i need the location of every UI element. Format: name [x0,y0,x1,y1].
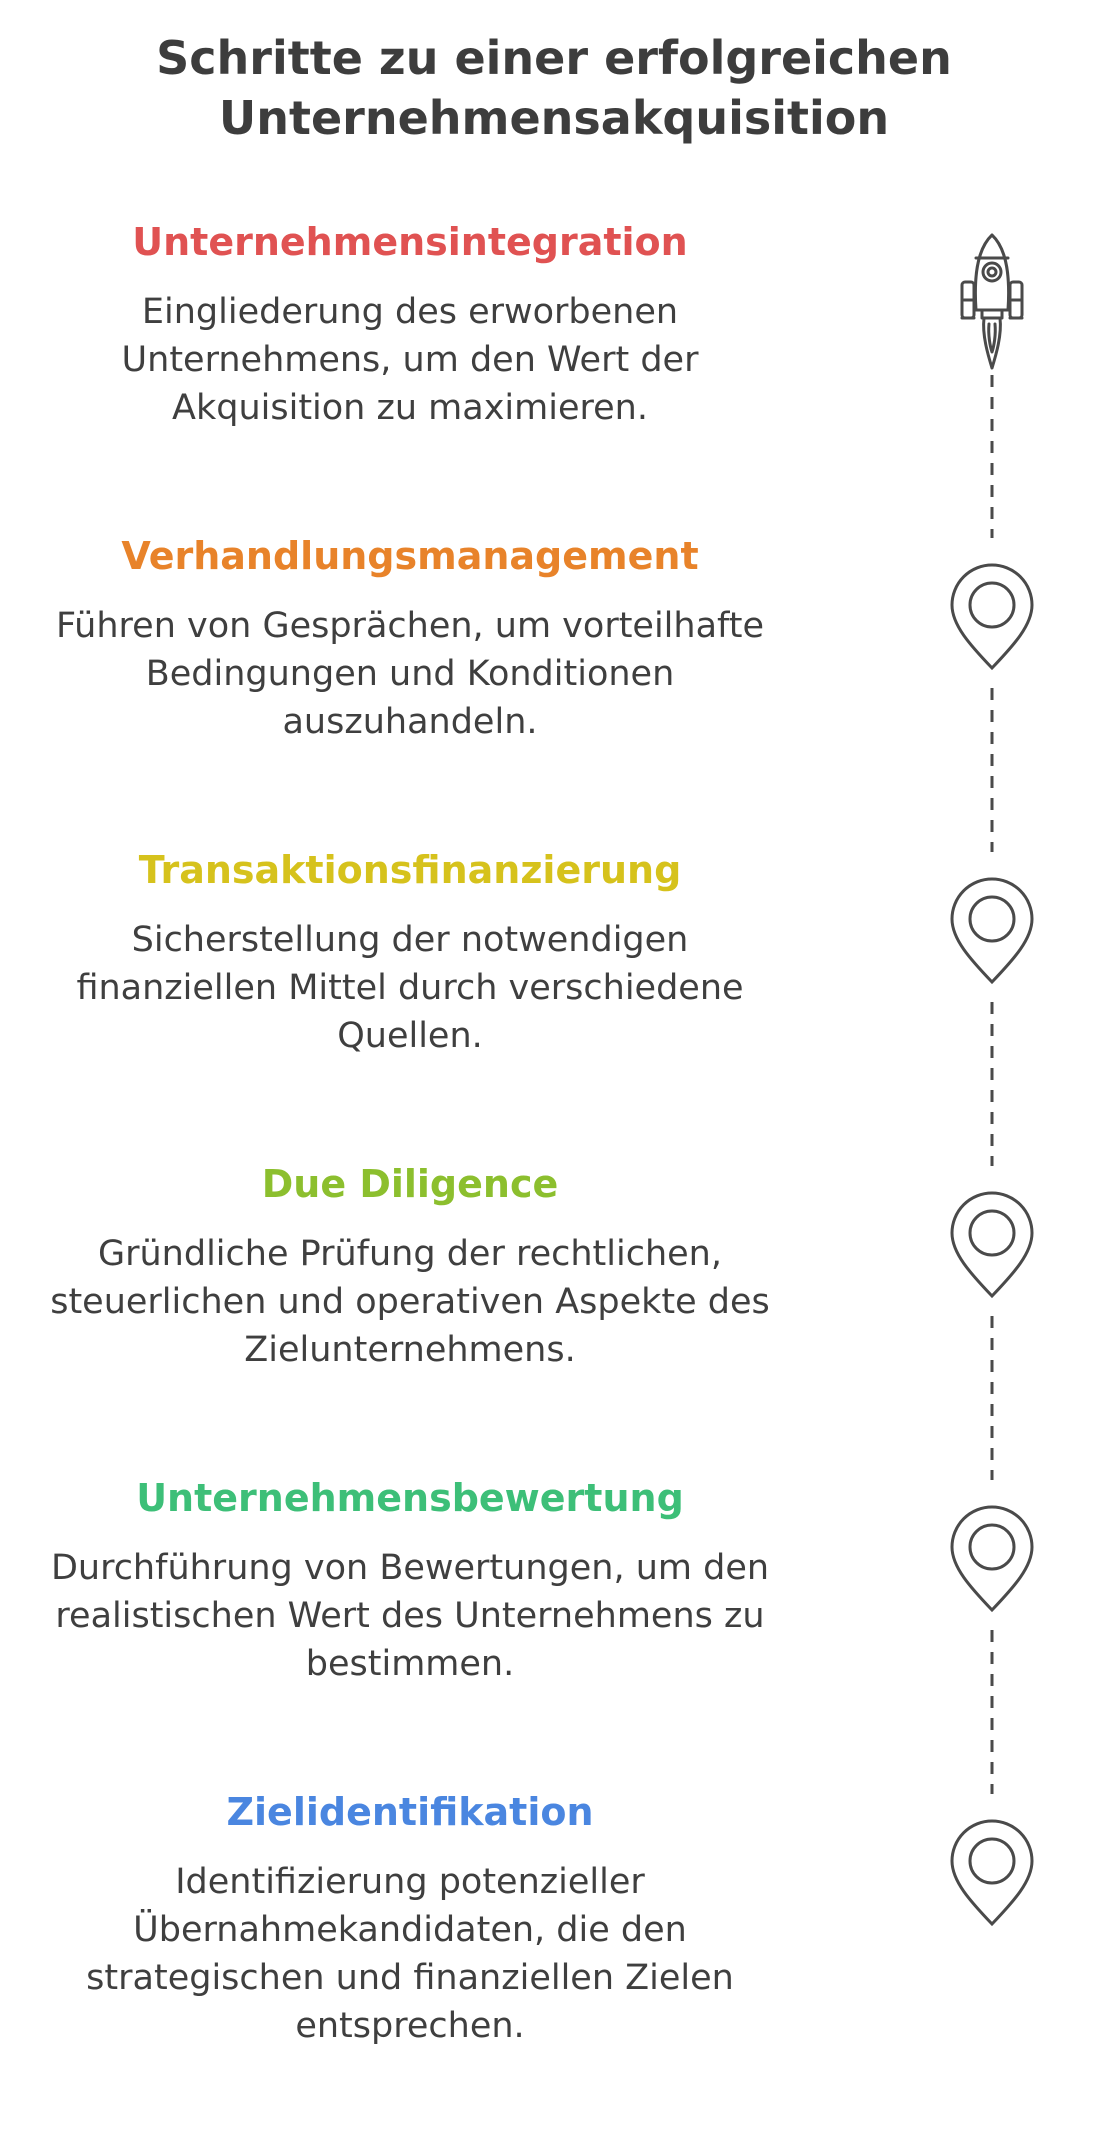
step-negotiation: Verhandlungsmanagement Führen von Gesprä… [40,532,780,746]
map-pin-icon [950,877,1034,985]
step-heading: Unternehmensintegration [132,220,688,264]
title-line-2: Unternehmensakquisition [218,91,890,145]
step-heading: Verhandlungsmanagement [121,534,699,578]
step-financing: Transaktionsfinanzierung Sicherstellung … [40,846,780,1060]
step-description: Gründliche Prüfung der rechtlichen, steu… [50,1234,770,1370]
step-description: Eingliederung des erworbenen Unternehmen… [121,292,699,428]
step-valuation: Unternehmensbewertung Durchführung von B… [40,1474,780,1688]
map-pin-icon [950,1819,1034,1927]
map-pin-icon [950,1191,1034,1299]
step-heading: Unternehmensbewertung [136,1476,684,1520]
step-target-identification: Zielidentifikation Identifizierung poten… [40,1788,780,2050]
step-description: Sicherstellung der notwendigen finanziel… [76,920,744,1056]
step-integration: Unternehmensintegration Eingliederung de… [40,218,780,432]
step-description: Durchführung von Bewertungen, um den rea… [50,1548,770,1684]
step-description: Führen von Gesprächen, um vorteilhafte B… [55,606,765,742]
timeline [950,233,1034,1927]
step-heading: Zielidentifikation [226,1790,594,1834]
page-title: Schritte zu einer erfolgreichen Unterneh… [0,28,1108,148]
step-heading: Due Diligence [261,1162,559,1206]
map-pin-icon [950,1505,1034,1613]
rocket-icon [960,233,1024,370]
step-heading: Transaktionsfinanzierung [138,848,682,892]
step-due-diligence: Due Diligence Gründliche Prüfung der rec… [40,1160,780,1374]
map-pin-icon [950,563,1034,671]
title-line-1: Schritte zu einer erfolgreichen [156,31,952,85]
step-description: Identifizierung potenzieller Übernahmeka… [86,1862,734,2046]
